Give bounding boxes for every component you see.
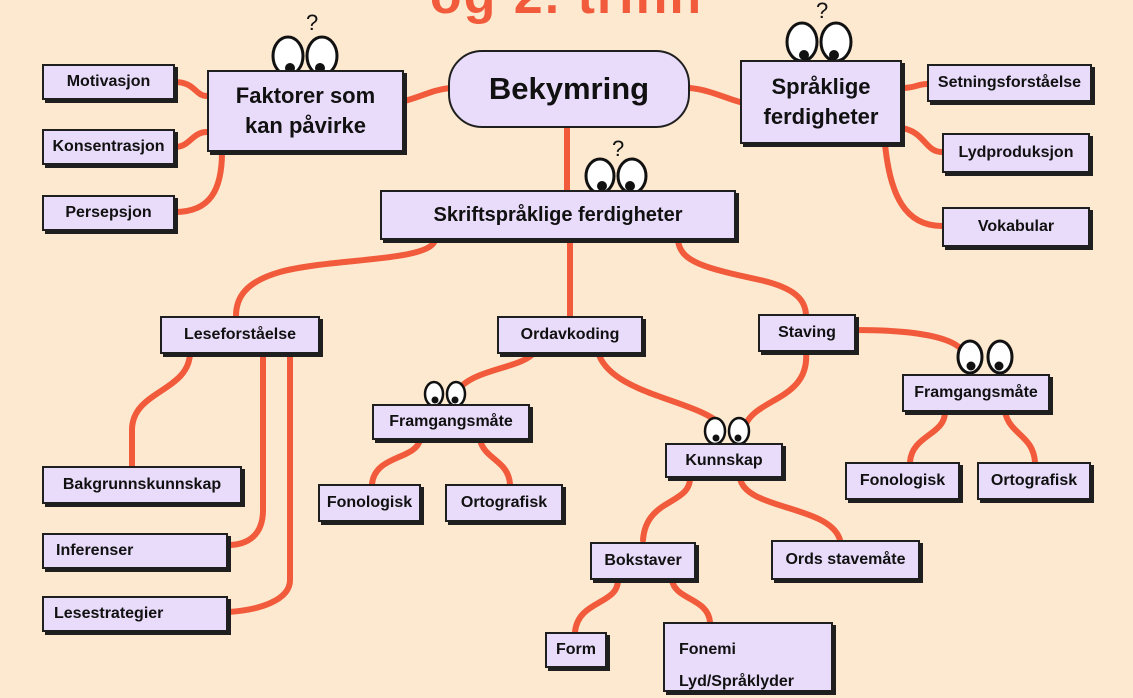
node-leseforstaelse: Leseforståelse	[160, 316, 320, 354]
node-skriftspraklige: Skriftspråklige ferdigheter	[380, 190, 736, 240]
node-kunnskap: Kunnskap	[665, 443, 783, 478]
node-persepsjon: Persepsjon	[42, 195, 175, 231]
link-skrift-lese	[233, 237, 438, 319]
link-spraklige-vokabular	[882, 141, 945, 229]
link-framgang-fonologisk-stav	[907, 409, 948, 465]
link-faktorer-motivasjon	[172, 79, 210, 99]
link-spraklige-setning	[899, 81, 930, 91]
node-bokstaver: Bokstaver	[590, 542, 696, 580]
diagram-title: og 2. trinn	[0, 0, 1133, 26]
link-skrift-staving	[675, 237, 809, 319]
question-mark: ?	[816, 0, 828, 23]
connector-lines	[129, 79, 1038, 635]
node-lydproduksjon: Lydproduksjon	[942, 133, 1090, 173]
node-inferenser: Inferenser	[42, 533, 228, 569]
node-spraklige: Språklige ferdigheter	[740, 60, 902, 144]
link-spraklige-lydproduksjon	[899, 125, 945, 155]
link-lese-bakgrunn	[129, 349, 193, 469]
link-bokstaver-fonemi	[669, 577, 713, 625]
node-ortografisk-ordavkoding: Ortografisk	[445, 484, 563, 522]
node-lesestrategier: Lesestrategier	[42, 596, 228, 632]
node-ords-stavemate: Ords stavemåte	[771, 540, 920, 580]
node-motivasjon: Motivasjon	[42, 64, 175, 100]
node-form: Form	[545, 632, 607, 668]
node-staving: Staving	[758, 314, 856, 352]
node-bakgrunnskunnskap: Bakgrunnskunnskap	[42, 466, 242, 504]
link-kunnskap-bokstaver	[640, 475, 693, 543]
link-lese-inferenser	[225, 349, 266, 548]
link-framgang-ortografisk-stav	[1002, 409, 1038, 465]
link-staving-framgang	[853, 327, 968, 359]
node-fonemi: Fonemi Lyd/Språklyder	[663, 622, 833, 692]
link-root-faktorer	[397, 85, 453, 105]
link-framgang-fonologisk	[369, 437, 423, 487]
node-framgangsmate-staving: Framgangsmåte	[902, 374, 1050, 412]
link-lese-lesestrategier	[225, 349, 293, 615]
node-fonologisk-ordavkoding: Fonologisk	[318, 484, 421, 522]
eyes-icon	[956, 339, 1014, 375]
link-faktorer-konsentrasjon	[172, 129, 210, 150]
node-ortografisk-staving: Ortografisk	[977, 462, 1091, 500]
eyes-question-icon: ?	[584, 136, 648, 194]
link-kunnskap-ords	[737, 475, 843, 543]
node-ordavkoding: Ordavkoding	[497, 316, 643, 354]
link-staving-kunnskap	[742, 349, 810, 429]
node-setningsforstaelse: Setningsforståelse	[927, 64, 1092, 102]
link-framgang-ortografisk	[477, 437, 513, 487]
link-faktorer-persepsjon	[172, 149, 225, 215]
node-fonemi-label: Fonemi	[679, 641, 736, 658]
node-konsentrasjon: Konsentrasjon	[42, 129, 175, 165]
question-mark: ?	[612, 136, 624, 161]
link-bokstaver-form	[572, 577, 621, 635]
node-lyd-spraklyder-label: Lyd/Språklyder	[679, 673, 795, 690]
node-framgangsmate-ordavkoding: Framgangsmåte	[372, 404, 530, 440]
eyes-question-icon: ?	[271, 10, 339, 76]
node-vokabular: Vokabular	[942, 207, 1090, 247]
node-fonologisk-staving: Fonologisk	[845, 462, 960, 500]
eyes-icon	[703, 416, 751, 446]
link-root-spraklige	[687, 85, 743, 105]
node-faktorer: Faktorer som kan påvirke	[207, 70, 404, 152]
node-root: Bekymring	[448, 50, 690, 128]
question-mark: ?	[306, 10, 318, 35]
eyes-question-icon: ?	[785, 0, 853, 62]
